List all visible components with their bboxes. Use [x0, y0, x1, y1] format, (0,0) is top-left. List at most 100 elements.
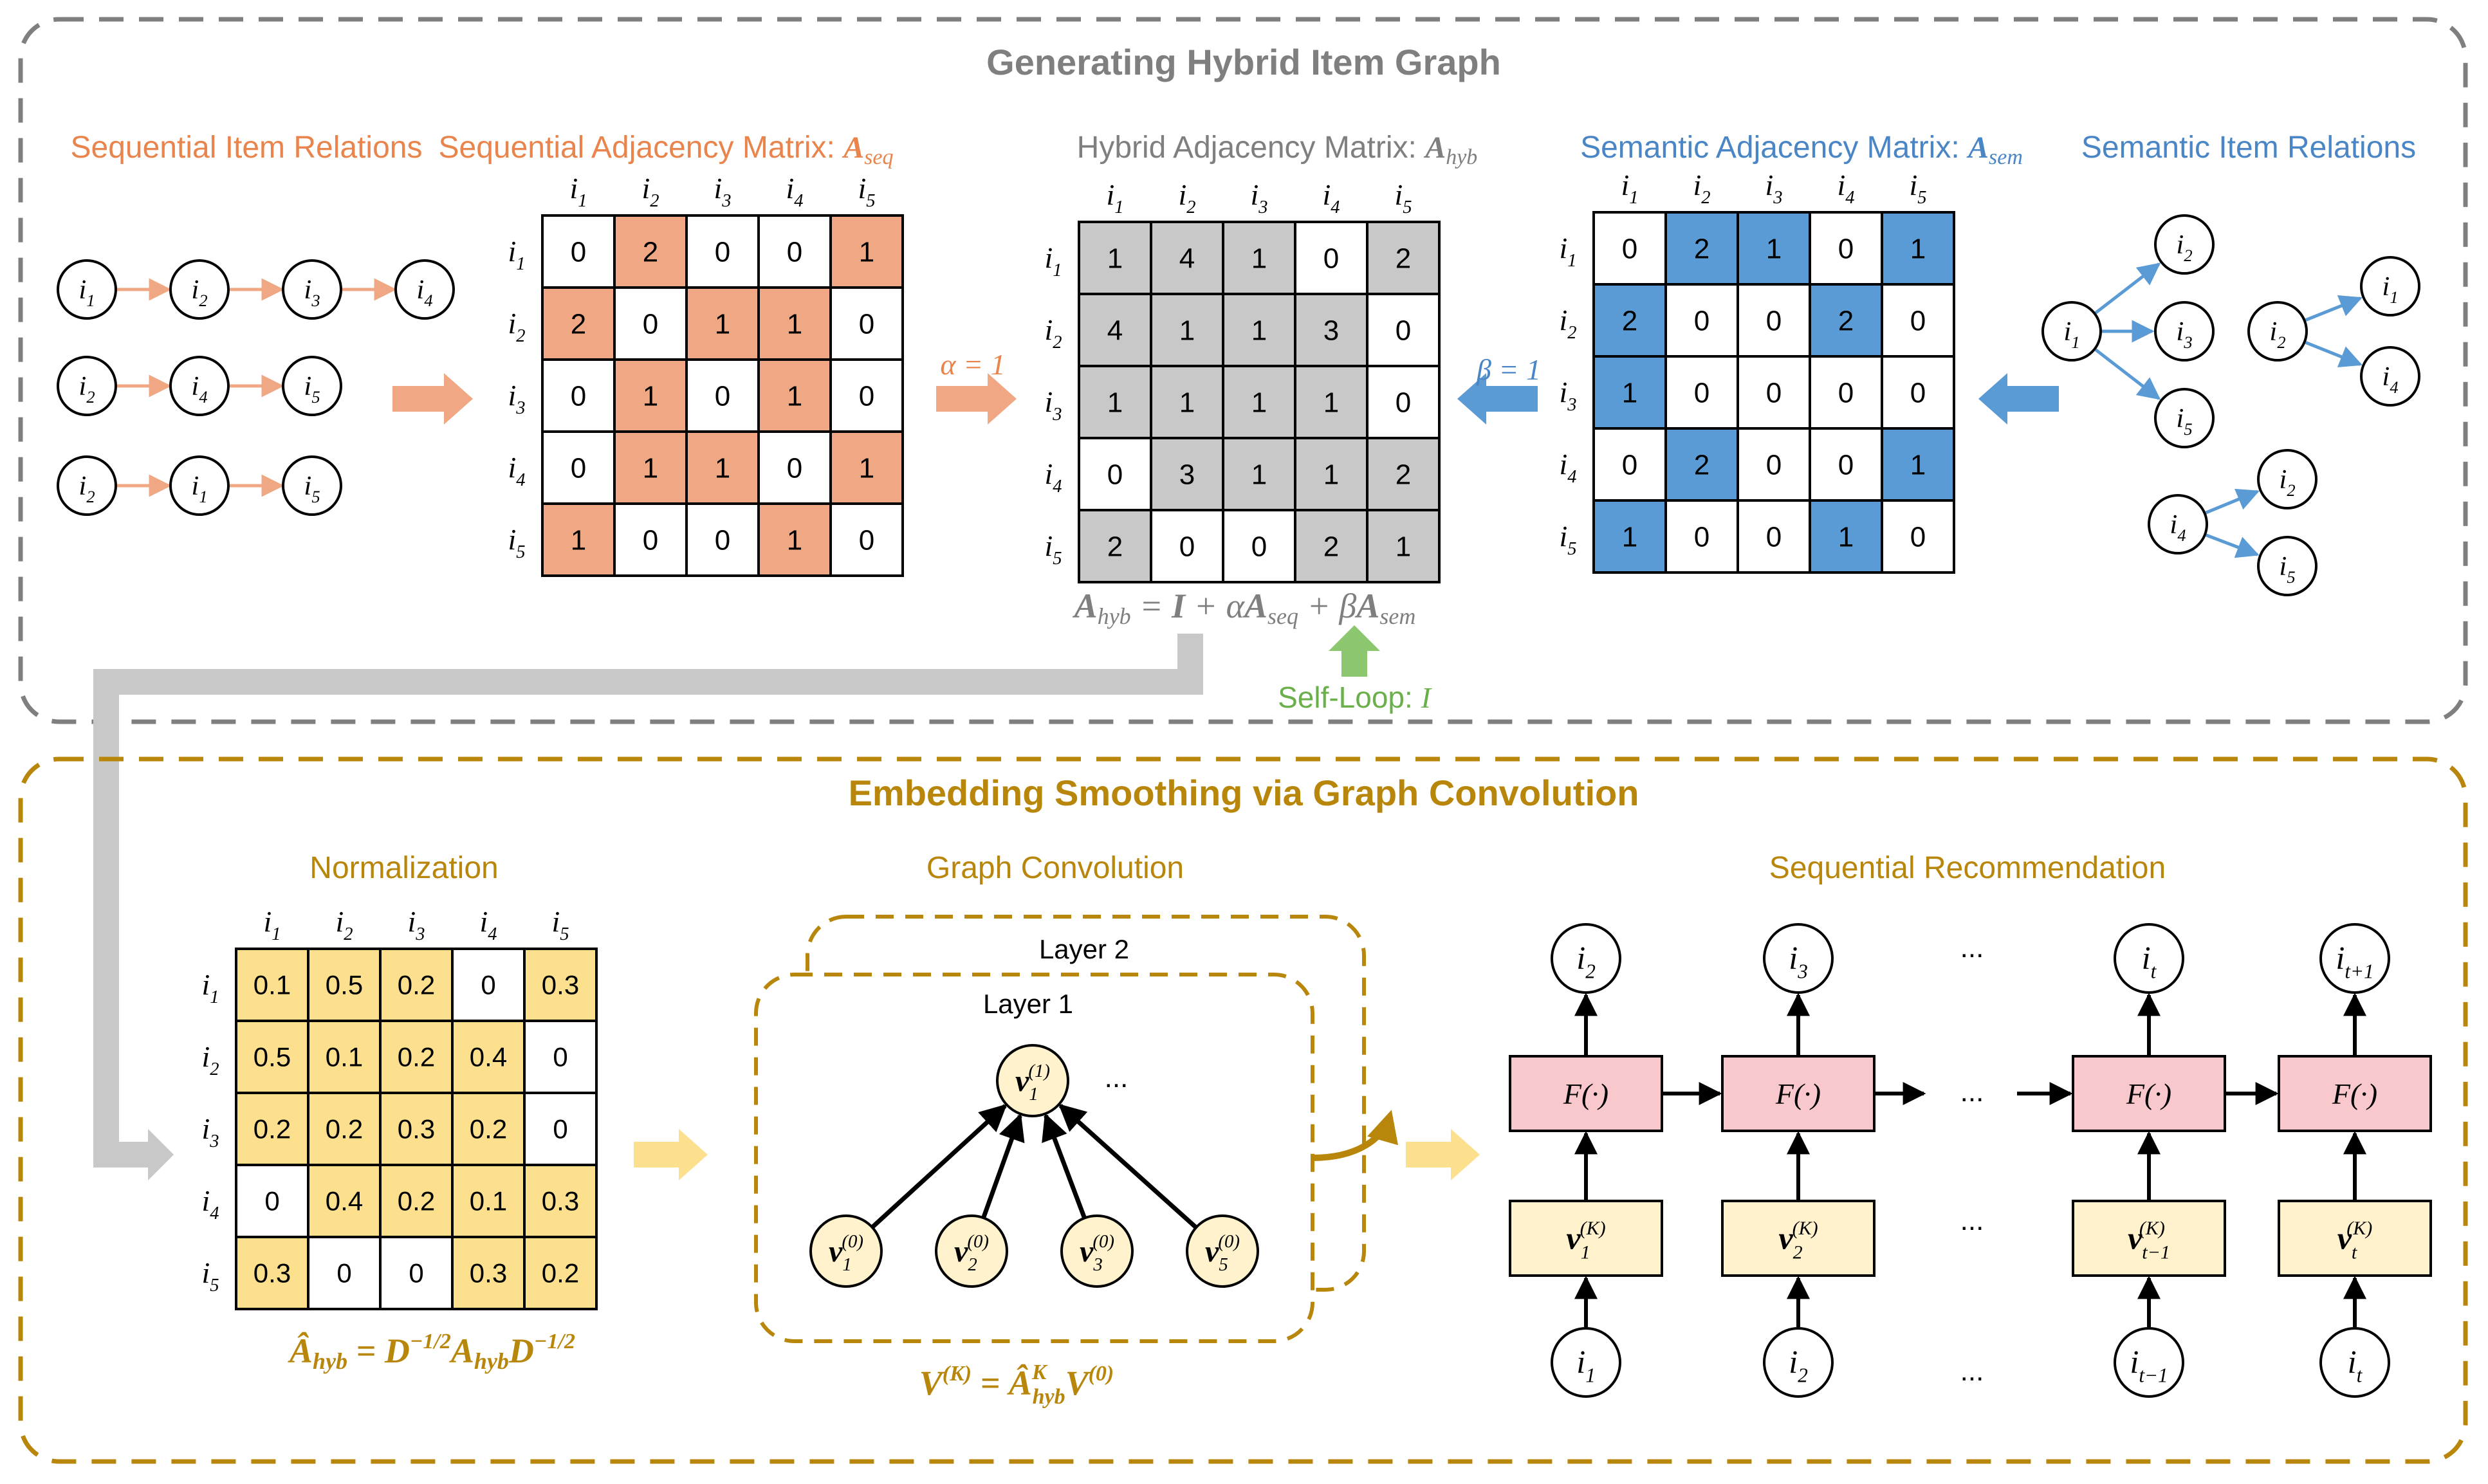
row-header: i2 [201, 1040, 219, 1079]
matrix-cell-value: 2 [643, 236, 658, 268]
item-node-label: i4 [191, 371, 207, 407]
matrix-cell-value: 1 [1910, 233, 1926, 264]
vector-label: v1(1) [1015, 1061, 1050, 1104]
col-header: i2 [641, 172, 659, 211]
item-node [282, 259, 342, 320]
matrix-cell [613, 430, 688, 505]
matrix-cell-value: 1 [1766, 233, 1782, 264]
row-header: i2 [1044, 313, 1062, 353]
matrix-cell-value: 0 [1323, 243, 1339, 274]
hyb-to-normalization-arrowhead [148, 1129, 174, 1180]
item-node [1763, 1327, 1834, 1398]
col-header: i3 [1250, 178, 1267, 217]
gc-bottom-node [1060, 1214, 1134, 1288]
f-block-label: F(·) [2332, 1077, 2377, 1110]
matrix-cell-value: 0.4 [470, 1042, 507, 1072]
matrix-cell [1664, 427, 1739, 502]
matrix-cell-value: 0 [1838, 449, 1854, 481]
vector-label: vt−1(K) [2128, 1218, 2170, 1263]
matrix-cell [685, 430, 760, 505]
item-node [2154, 301, 2215, 362]
matrix-cell-value: 2 [1694, 233, 1709, 264]
matrix-cell-value: 0 [336, 1258, 351, 1288]
item-node-label: i5 [304, 371, 320, 407]
matrix-cell-value: 0 [481, 970, 495, 1000]
matrix-cell-value: 0 [1694, 521, 1709, 553]
item-node [2114, 1327, 2184, 1398]
embedding-block [1509, 1200, 1663, 1277]
sem-edge [2094, 348, 2161, 400]
matrix-cell-value: 0 [409, 1258, 423, 1288]
matrix-cell [757, 502, 832, 577]
row-header: i1 [1559, 232, 1576, 271]
embedding-block [1721, 1200, 1875, 1277]
item-node [57, 356, 117, 416]
norm-to-gc-arrow [634, 1129, 708, 1180]
matrix-cell [1881, 211, 1955, 286]
matrix-cell [1078, 437, 1152, 511]
matrix-cell-value: 1 [1323, 459, 1339, 490]
item-node [1551, 1327, 1621, 1398]
item-node [2114, 923, 2184, 994]
matrix-cell-value: 1 [1251, 243, 1267, 274]
vector-label: v2(0) [954, 1231, 989, 1275]
hyb-matrix-header: Hybrid Adjacency Matrix: Ahyb [1077, 131, 1478, 169]
col-header: i2 [1178, 178, 1195, 217]
matrix-cell-value: 4 [1107, 315, 1123, 346]
matrix-cell-value: 1 [859, 236, 874, 268]
matrix-cell-value: 1 [715, 452, 730, 484]
matrix-cell-value: 0 [1838, 377, 1854, 408]
gc-bottom-node [809, 1214, 883, 1288]
col-header: i1 [1106, 178, 1123, 217]
matrix-cell [307, 1236, 382, 1310]
gc-edge [871, 1104, 1008, 1229]
beta-label: β = 1 [1476, 353, 1541, 386]
vector-label: v2(K) [1778, 1218, 1818, 1263]
matrix-cell-value: 0 [859, 308, 874, 340]
matrix-cell-value: 0 [1694, 305, 1709, 336]
f-block-label: F(·) [1563, 1077, 1608, 1110]
matrix-cell [541, 430, 616, 505]
item-node [2041, 301, 2102, 362]
item-node-label: i5 [2176, 403, 2192, 439]
item-node [57, 259, 117, 320]
vector-label: v1(K) [1566, 1218, 1605, 1263]
item-node [2319, 1327, 2390, 1398]
matrix-cell-value: 0.5 [253, 1042, 291, 1072]
item-node-label: i2 [1576, 940, 1596, 983]
matrix-cell-value: 1 [787, 308, 802, 340]
item-node [169, 356, 230, 416]
vector-label: v5(0) [1205, 1231, 1240, 1275]
item-node-label: i1 [191, 471, 207, 506]
matrix-cell [379, 1020, 454, 1094]
matrix-cell-value: 0.3 [398, 1114, 435, 1144]
matrix-cell-value: 0.2 [326, 1114, 363, 1144]
item-node [282, 455, 342, 516]
matrix-cell [685, 214, 760, 289]
item-node-label: it+1 [2336, 940, 2373, 983]
matrix-cell-value: 0 [715, 236, 730, 268]
row-header: i2 [508, 307, 525, 346]
matrix-cell-value: 1 [1107, 243, 1123, 274]
matrix-cell-value: 4 [1179, 243, 1195, 274]
col-header: i1 [569, 172, 587, 211]
item-node [2257, 536, 2318, 596]
vector-label: v1(0) [829, 1231, 863, 1275]
item-node-label: i5 [304, 471, 320, 506]
matrix-cell [451, 1236, 526, 1310]
matrix-cell-value: 0 [571, 452, 586, 484]
matrix-cell-value: 0.3 [470, 1258, 507, 1288]
matrix-cell-value: 0.2 [253, 1114, 291, 1144]
col-header: i4 [786, 172, 803, 211]
matrix-cell-value: 1 [715, 308, 730, 340]
rec-ellipsis: ... [1960, 1205, 1984, 1236]
matrix-cell [1294, 221, 1368, 295]
sem-to-hyb-arrow [1457, 373, 1538, 425]
matrix-cell-value: 0 [1622, 233, 1637, 264]
matrix-cell-value: 0 [1251, 531, 1267, 562]
rec-ellipsis: ... [1960, 1076, 1984, 1108]
matrix-cell [541, 286, 616, 361]
matrix-cell [1737, 211, 1811, 286]
item-node-label: i2 [2176, 230, 2192, 265]
